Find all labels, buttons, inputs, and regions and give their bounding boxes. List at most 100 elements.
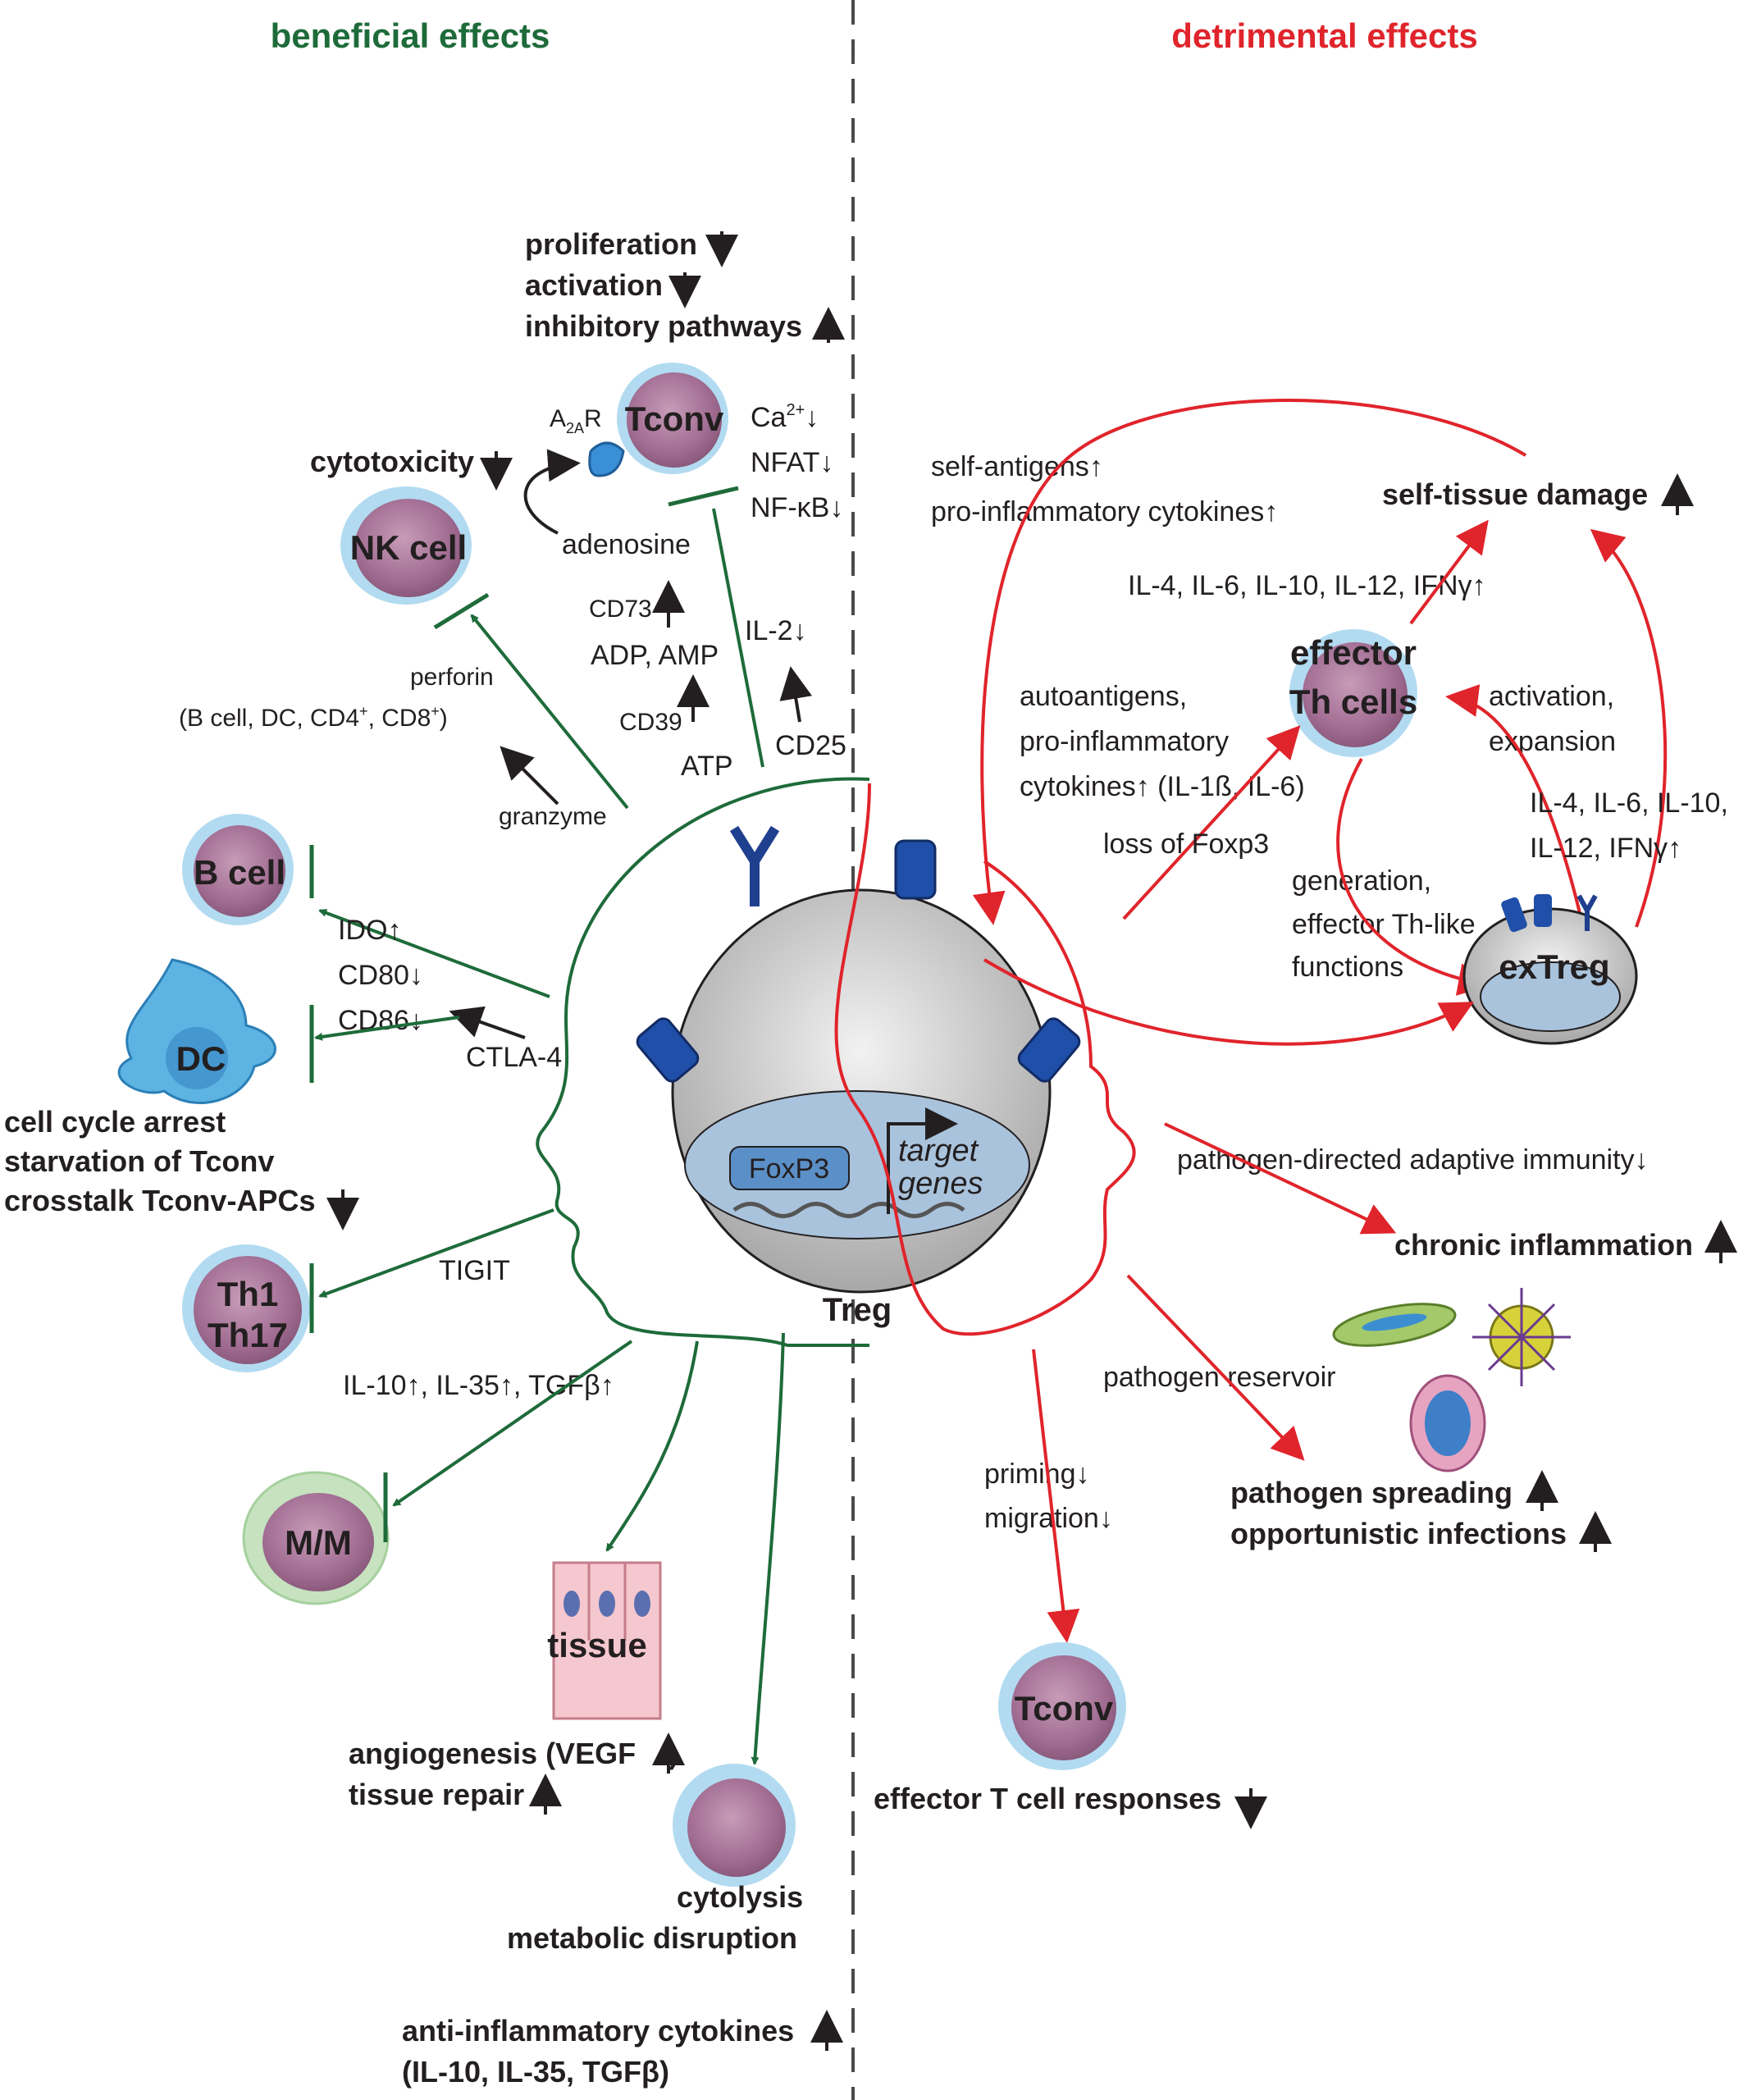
svg-text:exTreg: exTreg [1499, 947, 1609, 986]
cytokines-il1-label: cytokines↑ (IL-1ß, IL-6) [1020, 771, 1305, 802]
loss-of-foxp3-label: loss of Foxp3 [1103, 829, 1269, 860]
treg-label: Treg [823, 1292, 892, 1328]
dna-strand [732, 1202, 965, 1218]
proliferation-label: proliferation [525, 227, 697, 261]
svg-text:DC: DC [176, 1039, 226, 1078]
receptor-icon-3 [1017, 1017, 1081, 1083]
y-receptor-icon [729, 825, 780, 906]
adenosine-label: adenosine [562, 529, 691, 560]
pro-inflammatory-label: pro-inflammatory cytokines↑ [931, 496, 1278, 527]
detrimental-header: detrimental effects [1171, 16, 1477, 55]
svg-text:Tconv: Tconv [625, 399, 724, 438]
virus-icon [1472, 1288, 1571, 1386]
cd73-label: CD73 [589, 596, 652, 623]
generation-label-1: generation, [1292, 865, 1431, 897]
perforin-targets-label: (B cell, DC, CD4+, CD8+) [179, 703, 448, 732]
autoantigens-label: autoantigens, [1020, 681, 1187, 712]
il2-label: IL-2↓ [745, 615, 807, 646]
il4-top-label: IL-4, IL-6, IL-10, IL-12, IFNγ↑ [1128, 570, 1486, 601]
a2ar-label: A2AR [550, 405, 602, 436]
svg-text:B cell: B cell [194, 853, 285, 892]
extreg-cell: exTreg [1462, 894, 1638, 1045]
svg-text:M/M: M/M [285, 1523, 352, 1562]
svg-text:Th cells: Th cells [1289, 682, 1417, 721]
effector-t-cell-responses-label: effector T cell responses [874, 1782, 1221, 1815]
ca-label: Ca2+↓ [751, 401, 819, 433]
priming-label: priming↓ [984, 1459, 1089, 1490]
cytolysis-label: cytolysis [677, 1880, 803, 1914]
generation-label-2: effector Th-like [1292, 909, 1476, 940]
bacterium-icon [1332, 1303, 1457, 1347]
nk-inhibit-line [470, 614, 629, 810]
cd80-label: CD80↓ [338, 960, 423, 991]
cytolysis-target-cell [673, 1764, 796, 1887]
svg-text:NK cell: NK cell [350, 528, 467, 567]
target-genes-label-2: genes [898, 1166, 983, 1201]
chronic-inflammation-label: chronic inflammation [1394, 1228, 1693, 1262]
effector-th-cell: effector Th cells [1289, 629, 1417, 757]
virus-icon [1409, 1374, 1486, 1472]
migration-label: migration↓ [984, 1503, 1113, 1534]
self-antigen-loop-arrow [972, 399, 1527, 925]
dendritic-cell: DC [117, 958, 276, 1104]
perforin-label: perforin [410, 664, 494, 691]
opportunistic-infections-label: opportunistic infections [1230, 1517, 1567, 1550]
tconv-top-cell: Tconv [617, 363, 728, 474]
foxp3-label: FoxP3 [749, 1153, 829, 1185]
th1-th17-cell: Th1 Th17 [182, 1244, 310, 1372]
target-genes-label-1: target [898, 1134, 979, 1168]
inhibitory-pathways-label: inhibitory pathways [525, 309, 802, 343]
foxp3-box [729, 1146, 850, 1190]
activation-label: activation [525, 268, 663, 302]
adenosine-loop-arrow [523, 449, 581, 535]
receptor-icon-1 [894, 839, 937, 900]
macrophage-monocyte-cell: M/M [242, 1471, 390, 1605]
head-outline-right [834, 783, 1136, 1336]
cytotoxicity-label: cytotoxicity [310, 445, 474, 478]
tissue-illustration: tissue [547, 1561, 662, 1720]
starvation-label: starvation of Tconv [4, 1144, 274, 1178]
inhibition-bar [668, 486, 739, 507]
tissue-repair-label: tissue repair [349, 1778, 524, 1811]
a2ar-receptor-icon [588, 441, 625, 477]
self-tissue-damage-label: self-tissue damage [1382, 477, 1648, 511]
nfkb-label: NF-κB↓ [751, 492, 843, 523]
atp-label: ATP [681, 751, 733, 782]
ctla4-label: CTLA-4 [466, 1042, 562, 1073]
tconv-bottom-cell: Tconv [998, 1642, 1126, 1770]
svg-text:effector: effector [1290, 633, 1417, 672]
granzyme-label: granzyme [499, 803, 607, 830]
anti-inflammatory-list-label: (IL-10, IL-35, TGFβ) [402, 2055, 669, 2089]
pro-inflammatory-2-label: pro-inflammatory [1020, 726, 1229, 757]
activation-expansion-label-1: activation, [1489, 681, 1614, 712]
nk-cell: NK cell [340, 486, 472, 605]
beneficial-header: beneficial effects [271, 16, 550, 55]
angiogenesis-label: angiogenesis (VEGF) [349, 1737, 678, 1770]
pathogen-spreading-label: pathogen spreading [1230, 1476, 1513, 1509]
il4-right-label-1: IL-4, IL-6, IL-10, [1530, 788, 1728, 819]
crosstalk-label: crosstalk Tconv-APCs [4, 1184, 315, 1217]
anti-inflammatory-label: anti-inflammatory cytokines [402, 2014, 794, 2048]
inhibition-bar [433, 592, 490, 630]
adp-amp-label: ADP, AMP [591, 640, 719, 671]
cd25-label: CD25 [775, 730, 846, 761]
il10-cytokines-label: IL-10↑, IL-35↑, TGFβ↑ [343, 1370, 614, 1401]
tconv-inhibit-line [712, 508, 764, 768]
head-outline-left [536, 777, 870, 1347]
il4-right-label-2: IL-12, IFNγ↑ [1530, 833, 1681, 864]
pathogen-reservoir-label: pathogen reservoir [1103, 1362, 1336, 1393]
tigit-label: TIGIT [439, 1255, 510, 1286]
pathogen-adaptive-label: pathogen-directed adaptive immunity↓ [1177, 1144, 1649, 1176]
nfat-label: NFAT↓ [751, 447, 833, 478]
cell-cycle-arrest-label: cell cycle arrest [4, 1105, 226, 1139]
b-cell: B cell [182, 814, 294, 925]
metabolic-disruption-label: metabolic disruption [507, 1921, 797, 1955]
treg-cell: FoxP3 target genes Treg [636, 825, 1081, 1328]
self-antigens-label: self-antigens↑ [931, 451, 1103, 482]
svg-text:Tconv: Tconv [1015, 1689, 1114, 1728]
activation-expansion-label-2: expansion [1489, 726, 1616, 757]
svg-text:tissue: tissue [547, 1626, 646, 1664]
cd39-label: CD39 [619, 709, 682, 736]
receptor-icon-2 [636, 1017, 700, 1083]
svg-text:Th17: Th17 [208, 1316, 288, 1354]
